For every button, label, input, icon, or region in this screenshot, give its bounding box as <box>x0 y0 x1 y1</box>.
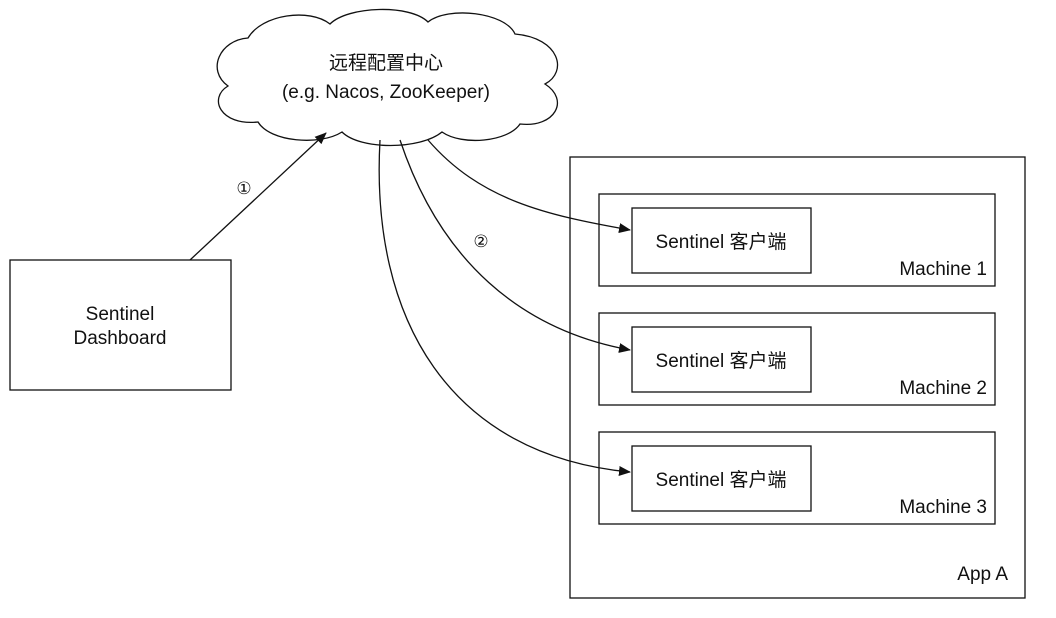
app-label: App A <box>957 564 1008 585</box>
config-to-client-2-arrow <box>399 139 631 353</box>
sentinel-client-1-box <box>631 207 812 274</box>
push-arrow <box>189 132 327 261</box>
machine-3-label: Machine 3 <box>899 497 987 518</box>
machine-1: Sentinel 客户端 Machine 1 <box>598 193 996 287</box>
sentinel-client-2-box <box>631 326 812 393</box>
machine-2-label: Machine 2 <box>899 378 987 399</box>
dashboard-label-line2: Dashboard <box>74 328 167 349</box>
sentinel-dashboard: Sentinel Dashboard <box>9 259 232 391</box>
dashboard-box <box>9 259 232 391</box>
step-1-marker: ① <box>236 179 251 198</box>
config-to-client-3-arrow <box>378 139 631 476</box>
sentinel-client-2-label: Sentinel 客户端 <box>656 350 787 372</box>
dashboard-label-line1: Sentinel <box>86 304 155 325</box>
config-center-cloud: 远程配置中心 (e.g. Nacos, ZooKeeper) <box>216 8 559 147</box>
sentinel-client-3-label: Sentinel 客户端 <box>656 469 787 491</box>
machine-2: Sentinel 客户端 Machine 2 <box>598 312 996 406</box>
push-edge: ① <box>189 132 327 261</box>
cloud-title: 远程配置中心 <box>329 52 443 74</box>
machine-3: Sentinel 客户端 Machine 3 <box>598 431 996 525</box>
config-to-client-1-arrow <box>427 139 631 234</box>
sentinel-client-1-label: Sentinel 客户端 <box>656 231 787 253</box>
sentinel-client-3-box <box>631 445 812 512</box>
cloud-subtitle: (e.g. Nacos, ZooKeeper) <box>282 82 490 103</box>
cloud-shape <box>216 8 559 147</box>
machine-1-label: Machine 1 <box>899 259 987 280</box>
pull-edges: ② <box>378 139 631 476</box>
step-2-marker: ② <box>473 232 488 251</box>
